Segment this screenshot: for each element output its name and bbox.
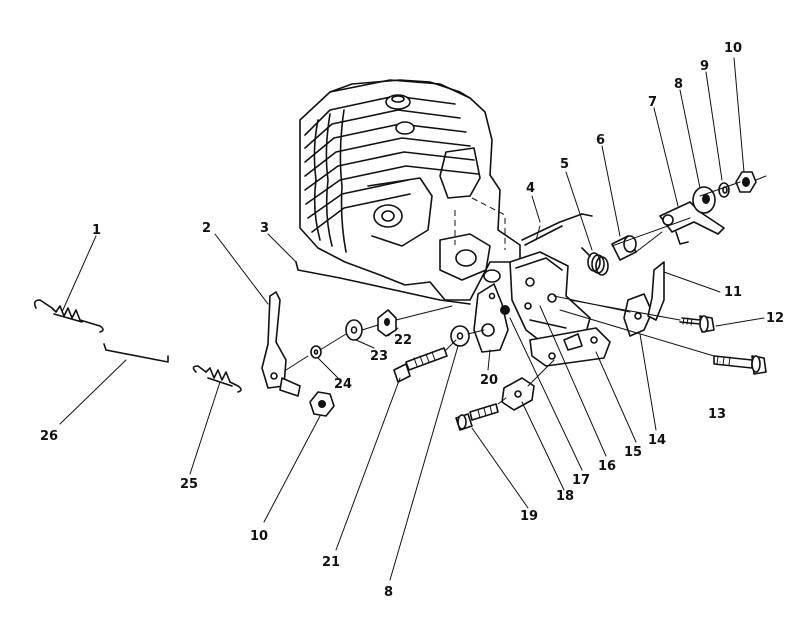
callout-25: 25: [180, 477, 198, 492]
callout-26: 26: [40, 429, 58, 444]
callout-15: 15: [624, 445, 642, 460]
callout-22: 22: [394, 333, 412, 348]
rod-26: [103, 343, 169, 363]
plate-15: [529, 327, 611, 367]
bracket-14: [623, 293, 653, 337]
bolt-13: [713, 355, 767, 375]
washer-8-top: [692, 186, 716, 214]
callout-9: 9: [700, 59, 709, 74]
callout-7: 7: [648, 95, 657, 110]
bolt-19: [455, 403, 499, 431]
callout-8-lower: 8: [384, 585, 393, 600]
linkage-rod-4: [521, 213, 593, 246]
callout-8-top: 8: [674, 77, 683, 92]
rod-3: [295, 261, 471, 305]
callout-6: 6: [596, 133, 605, 148]
leader-lines: [59, 57, 765, 581]
governor-bracket: [509, 251, 591, 351]
arm-7: [659, 201, 725, 245]
spring-1: [33, 299, 104, 333]
callout-24: 24: [334, 377, 352, 392]
washer-24: [310, 345, 322, 359]
callout-labels: 1 2 3 4 5 6 7 8 9 10 11 12 13 14 15 16 1…: [40, 41, 784, 600]
callout-4: 4: [526, 181, 535, 196]
spring-5: [581, 247, 609, 276]
nut-10-lower: [309, 391, 335, 417]
callout-18: 18: [556, 489, 574, 504]
engine-block: [299, 79, 521, 301]
callout-10-lower: 10: [250, 529, 268, 544]
clip-18: [501, 377, 535, 411]
bolt-12: [679, 315, 715, 333]
callout-10-top: 10: [724, 41, 742, 56]
callout-2: 2: [202, 221, 211, 236]
callout-11: 11: [724, 285, 742, 300]
callout-16: 16: [598, 459, 616, 474]
spring-25: [192, 365, 242, 393]
bushing-6: [611, 235, 637, 261]
callout-5: 5: [560, 157, 569, 172]
callout-3: 3: [260, 221, 269, 236]
callout-21: 21: [322, 555, 340, 570]
control-lever-2: [261, 291, 301, 397]
callout-14: 14: [648, 433, 666, 448]
callout-20: 20: [480, 373, 498, 388]
link-11: [647, 261, 665, 321]
callout-19: 19: [520, 509, 538, 524]
callout-12: 12: [766, 311, 784, 326]
spacer-9: [718, 182, 730, 198]
governor-lever: [473, 283, 510, 353]
nut-10-top: [735, 171, 757, 193]
bolt-21: [393, 347, 448, 383]
callout-23: 23: [370, 349, 388, 364]
callout-1: 1: [92, 223, 101, 238]
washer-23: [345, 319, 363, 341]
callout-13: 13: [708, 407, 726, 422]
callout-17: 17: [572, 473, 590, 488]
